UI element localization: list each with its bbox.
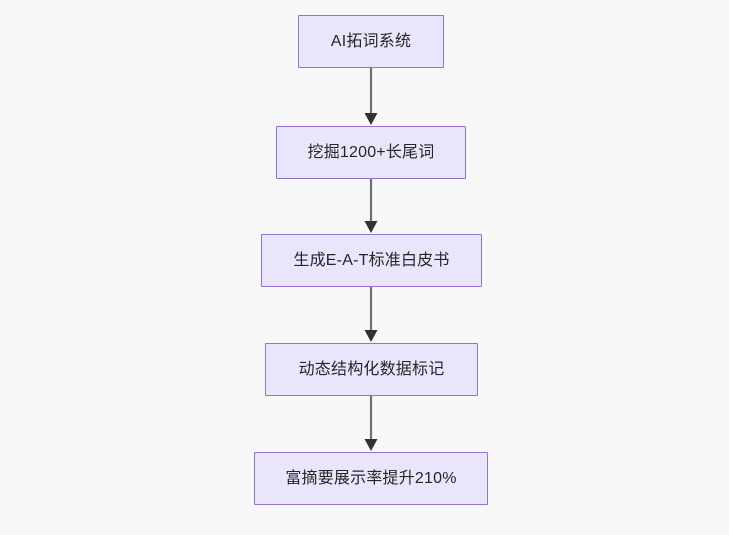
flowchart-node-2[interactable]: 挖掘1200+长尾词: [276, 126, 466, 179]
flowchart-node-3[interactable]: 生成E-A-T标准白皮书: [261, 234, 482, 287]
flowchart-node-label: AI拓词系统: [330, 32, 412, 50]
flowchart-node-label: 富摘要展示率提升210%: [285, 469, 457, 487]
arrowhead-icon: [364, 113, 378, 125]
flowchart-node-label: 动态结构化数据标记: [298, 360, 445, 378]
arrowhead-icon: [364, 330, 378, 342]
arrowhead-icon: [364, 221, 378, 233]
flowchart-edge-2: [360, 179, 382, 234]
flowchart-node-5[interactable]: 富摘要展示率提升210%: [254, 452, 488, 505]
flowchart-edge-4: [360, 396, 382, 452]
flowchart-node-4[interactable]: 动态结构化数据标记: [265, 343, 478, 396]
flowchart-edge-1: [360, 68, 382, 126]
flowchart-node-1[interactable]: AI拓词系统: [298, 15, 444, 68]
flowchart-node-label: 生成E-A-T标准白皮书: [293, 251, 450, 269]
flowchart-node-label: 挖掘1200+长尾词: [307, 143, 435, 161]
arrowhead-icon: [364, 439, 378, 451]
flowchart-edge-3: [360, 287, 382, 343]
